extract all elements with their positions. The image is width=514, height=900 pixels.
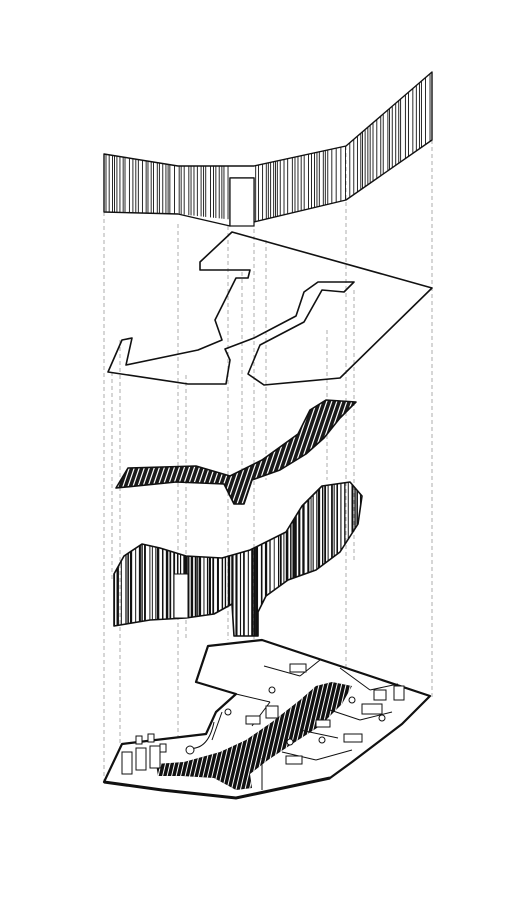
floor-outline (107, 231, 433, 386)
ribbon-slab (115, 399, 357, 505)
ceiling-panel (103, 71, 433, 227)
floor-plan (102, 638, 432, 800)
